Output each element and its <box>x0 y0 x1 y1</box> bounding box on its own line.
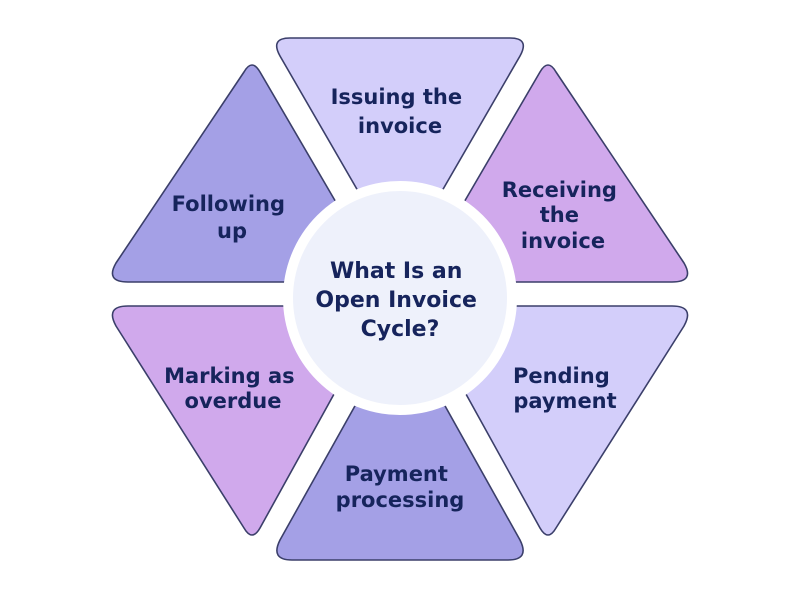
segment-issuing-label: Issuing the invoice <box>331 85 470 138</box>
segment-pending-line: Pending <box>513 364 610 388</box>
segment-processing: Payment processing <box>276 340 524 561</box>
center-title-line: What Is an <box>330 259 462 284</box>
segment-processing-line: processing <box>336 488 465 512</box>
center-hub: What Is an Open Invoice Cycle? <box>283 181 517 415</box>
segment-overdue-line: Marking as <box>164 364 295 388</box>
segment-issuing-line: Issuing the <box>331 85 463 109</box>
segment-pending-label: Pending payment <box>513 364 617 413</box>
segment-receiving-line: the <box>540 203 579 227</box>
segment-issuing-line: invoice <box>358 114 442 138</box>
segment-following-label: Following up <box>172 192 293 243</box>
segment-receiving-line: invoice <box>521 229 605 253</box>
center-title-line: Open Invoice <box>315 288 477 313</box>
center-hub-circle <box>283 181 517 415</box>
segment-following-line: up <box>217 219 247 243</box>
segment-following-line: Following <box>172 192 285 216</box>
segment-issuing: Issuing the invoice <box>275 37 525 250</box>
segment-processing-line: Payment <box>345 462 448 486</box>
segment-receiving-label: Receiving the invoice <box>502 178 624 253</box>
segment-receiving-line: Receiving <box>502 178 617 202</box>
center-title-line: Cycle? <box>361 317 440 342</box>
segment-overdue-line: overdue <box>185 389 282 413</box>
center-title: What Is an Open Invoice Cycle? <box>315 259 484 342</box>
segment-pending-line: payment <box>513 389 616 413</box>
segment-processing-label: Payment processing <box>336 462 465 512</box>
segment-overdue-label: Marking as overdue <box>164 364 302 413</box>
